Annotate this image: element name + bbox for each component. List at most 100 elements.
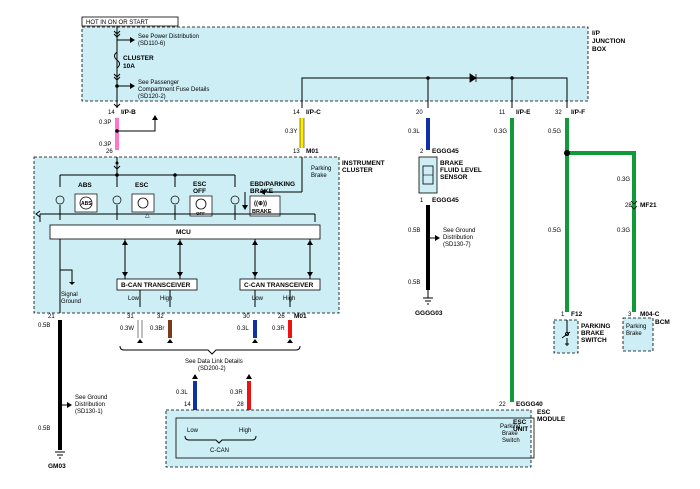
connector-eggg45-a: EGGG45	[432, 148, 459, 155]
svg-text:SENSOR: SENSOR	[440, 174, 468, 181]
junction-box-label-2: JUNCTION	[592, 38, 626, 45]
fuse-rating: 10A	[123, 63, 135, 70]
svg-text:High: High	[239, 428, 251, 434]
pass-fuse-2: Compartment Fuse Details	[138, 87, 209, 93]
mcu-box	[49, 224, 321, 240]
svg-text:Signal: Signal	[61, 292, 78, 298]
svg-text:22: 22	[499, 402, 506, 408]
svg-text:0.5B: 0.5B	[38, 426, 50, 432]
connector-ipb: I/P-B	[121, 109, 136, 116]
svg-text:1: 1	[561, 312, 565, 318]
svg-text:Distribution: Distribution	[75, 402, 105, 408]
svg-text:0.3R: 0.3R	[272, 326, 285, 332]
svg-text:EBD/PARKING: EBD/PARKING	[250, 181, 295, 188]
svg-text:30: 30	[243, 314, 250, 320]
svg-text:High: High	[283, 296, 295, 302]
bcm-box	[622, 317, 654, 352]
connector-m01-top: M01	[306, 148, 319, 155]
svg-text:0.3Y: 0.3Y	[285, 129, 297, 135]
svg-text:3: 3	[628, 312, 632, 318]
connector-ipf: I/P-F	[571, 109, 585, 116]
svg-text:21: 21	[48, 314, 55, 320]
svg-text:0.3G: 0.3G	[617, 228, 630, 234]
svg-text:CLUSTER: CLUSTER	[342, 167, 373, 174]
svg-text:32: 32	[157, 314, 164, 320]
svg-text:PARKING: PARKING	[581, 323, 611, 330]
svg-text:Low: Low	[252, 296, 264, 302]
svg-text:0.5G: 0.5G	[548, 129, 561, 135]
svg-text:BRAKE: BRAKE	[581, 330, 605, 337]
svg-text:B-CAN TRANSCEIVER: B-CAN TRANSCEIVER	[121, 282, 191, 289]
svg-text:13: 13	[293, 149, 300, 155]
svg-text:11: 11	[499, 110, 506, 116]
svg-text:Parking: Parking	[626, 324, 646, 330]
svg-text:ESC: ESC	[193, 181, 207, 188]
svg-text:MODULE: MODULE	[537, 416, 566, 423]
svg-text:See Ground: See Ground	[443, 228, 475, 234]
svg-text:(SD130-1): (SD130-1)	[75, 409, 103, 415]
svg-text:ESC: ESC	[135, 182, 149, 189]
fuse-symbol	[114, 51, 120, 69]
pass-fuse-3: (SD120-2)	[138, 94, 166, 100]
power-dist-1: See Power Distribution	[138, 34, 199, 40]
svg-text:1: 1	[420, 198, 424, 204]
svg-text:INSTRUMENT: INSTRUMENT	[342, 160, 385, 167]
esc-module	[165, 409, 532, 468]
svg-text:See Ground: See Ground	[75, 395, 107, 401]
svg-text:Parking: Parking	[311, 166, 331, 172]
svg-text:C-CAN TRANSCEIVER: C-CAN TRANSCEIVER	[244, 282, 314, 289]
pass-fuse-1: See Passenger	[138, 80, 179, 86]
svg-text:(SD200-2): (SD200-2)	[198, 366, 226, 372]
connector-eggg40: EGGG40	[516, 401, 543, 408]
svg-text:FLUID LEVEL: FLUID LEVEL	[440, 167, 482, 174]
svg-text:0.3L: 0.3L	[408, 129, 420, 135]
svg-text:0.3R: 0.3R	[230, 390, 243, 396]
mcu-label: MCU	[176, 229, 191, 236]
svg-text:28: 28	[625, 203, 632, 209]
fuse-name: CLUSTER	[123, 55, 154, 62]
junction-box-label-3: BOX	[592, 46, 607, 53]
connector-mf21: MF21	[640, 202, 657, 209]
svg-text:SWITCH: SWITCH	[581, 337, 607, 344]
connector-ipc: I/P-C	[306, 109, 321, 116]
svg-text:BRAKE: BRAKE	[440, 160, 464, 167]
svg-text:△: △	[145, 213, 150, 219]
svg-text:High: High	[160, 296, 172, 302]
svg-text:2: 2	[420, 149, 424, 155]
svg-text:0.3Br: 0.3Br	[150, 326, 164, 332]
svg-text:Ground: Ground	[61, 299, 81, 305]
hot-label: HOT IN ON OR START	[86, 20, 149, 26]
svg-text:ESC: ESC	[513, 419, 527, 426]
svg-text:0.5B: 0.5B	[38, 323, 50, 329]
ip-junction-box	[81, 26, 589, 102]
abs-warning: ABS ABS	[55, 182, 98, 213]
svg-text:0.3P: 0.3P	[99, 120, 111, 126]
bcan-transceiver	[116, 278, 198, 291]
ccan-transceiver	[239, 278, 321, 291]
svg-text:Switch: Switch	[502, 438, 520, 444]
svg-text:14: 14	[184, 402, 191, 408]
connector-m04c: M04-C	[640, 311, 660, 318]
svg-text:26: 26	[106, 149, 113, 155]
svg-text:ESC: ESC	[537, 409, 551, 416]
svg-text:ABS: ABS	[81, 201, 92, 207]
svg-text:Low: Low	[187, 428, 199, 434]
svg-text:14: 14	[293, 110, 300, 116]
svg-text:20: 20	[416, 110, 423, 116]
connector-m01-bottom: M01	[294, 313, 307, 320]
parking-brake-switch	[553, 319, 579, 354]
svg-text:31: 31	[127, 314, 134, 320]
svg-text:UNIT: UNIT	[513, 426, 528, 433]
connector-f12: F12	[571, 311, 583, 318]
svg-text:0.3W: 0.3W	[120, 326, 134, 332]
svg-text:Distribution: Distribution	[443, 235, 473, 241]
svg-text:28: 28	[237, 402, 244, 408]
svg-text:0.3P: 0.3P	[99, 142, 111, 148]
svg-text:Brake: Brake	[311, 173, 327, 179]
svg-text:32: 32	[555, 110, 562, 116]
svg-text:0.5G: 0.5G	[548, 228, 561, 234]
bcm-label: BCM	[655, 319, 670, 326]
svg-text:See Data Link Details: See Data Link Details	[185, 359, 243, 365]
svg-text:((⊕)): ((⊕))	[254, 201, 267, 207]
ebd-parking-brake-warning: EBD/PARKING BRAKE ((⊕)) BRAKE	[230, 181, 295, 217]
